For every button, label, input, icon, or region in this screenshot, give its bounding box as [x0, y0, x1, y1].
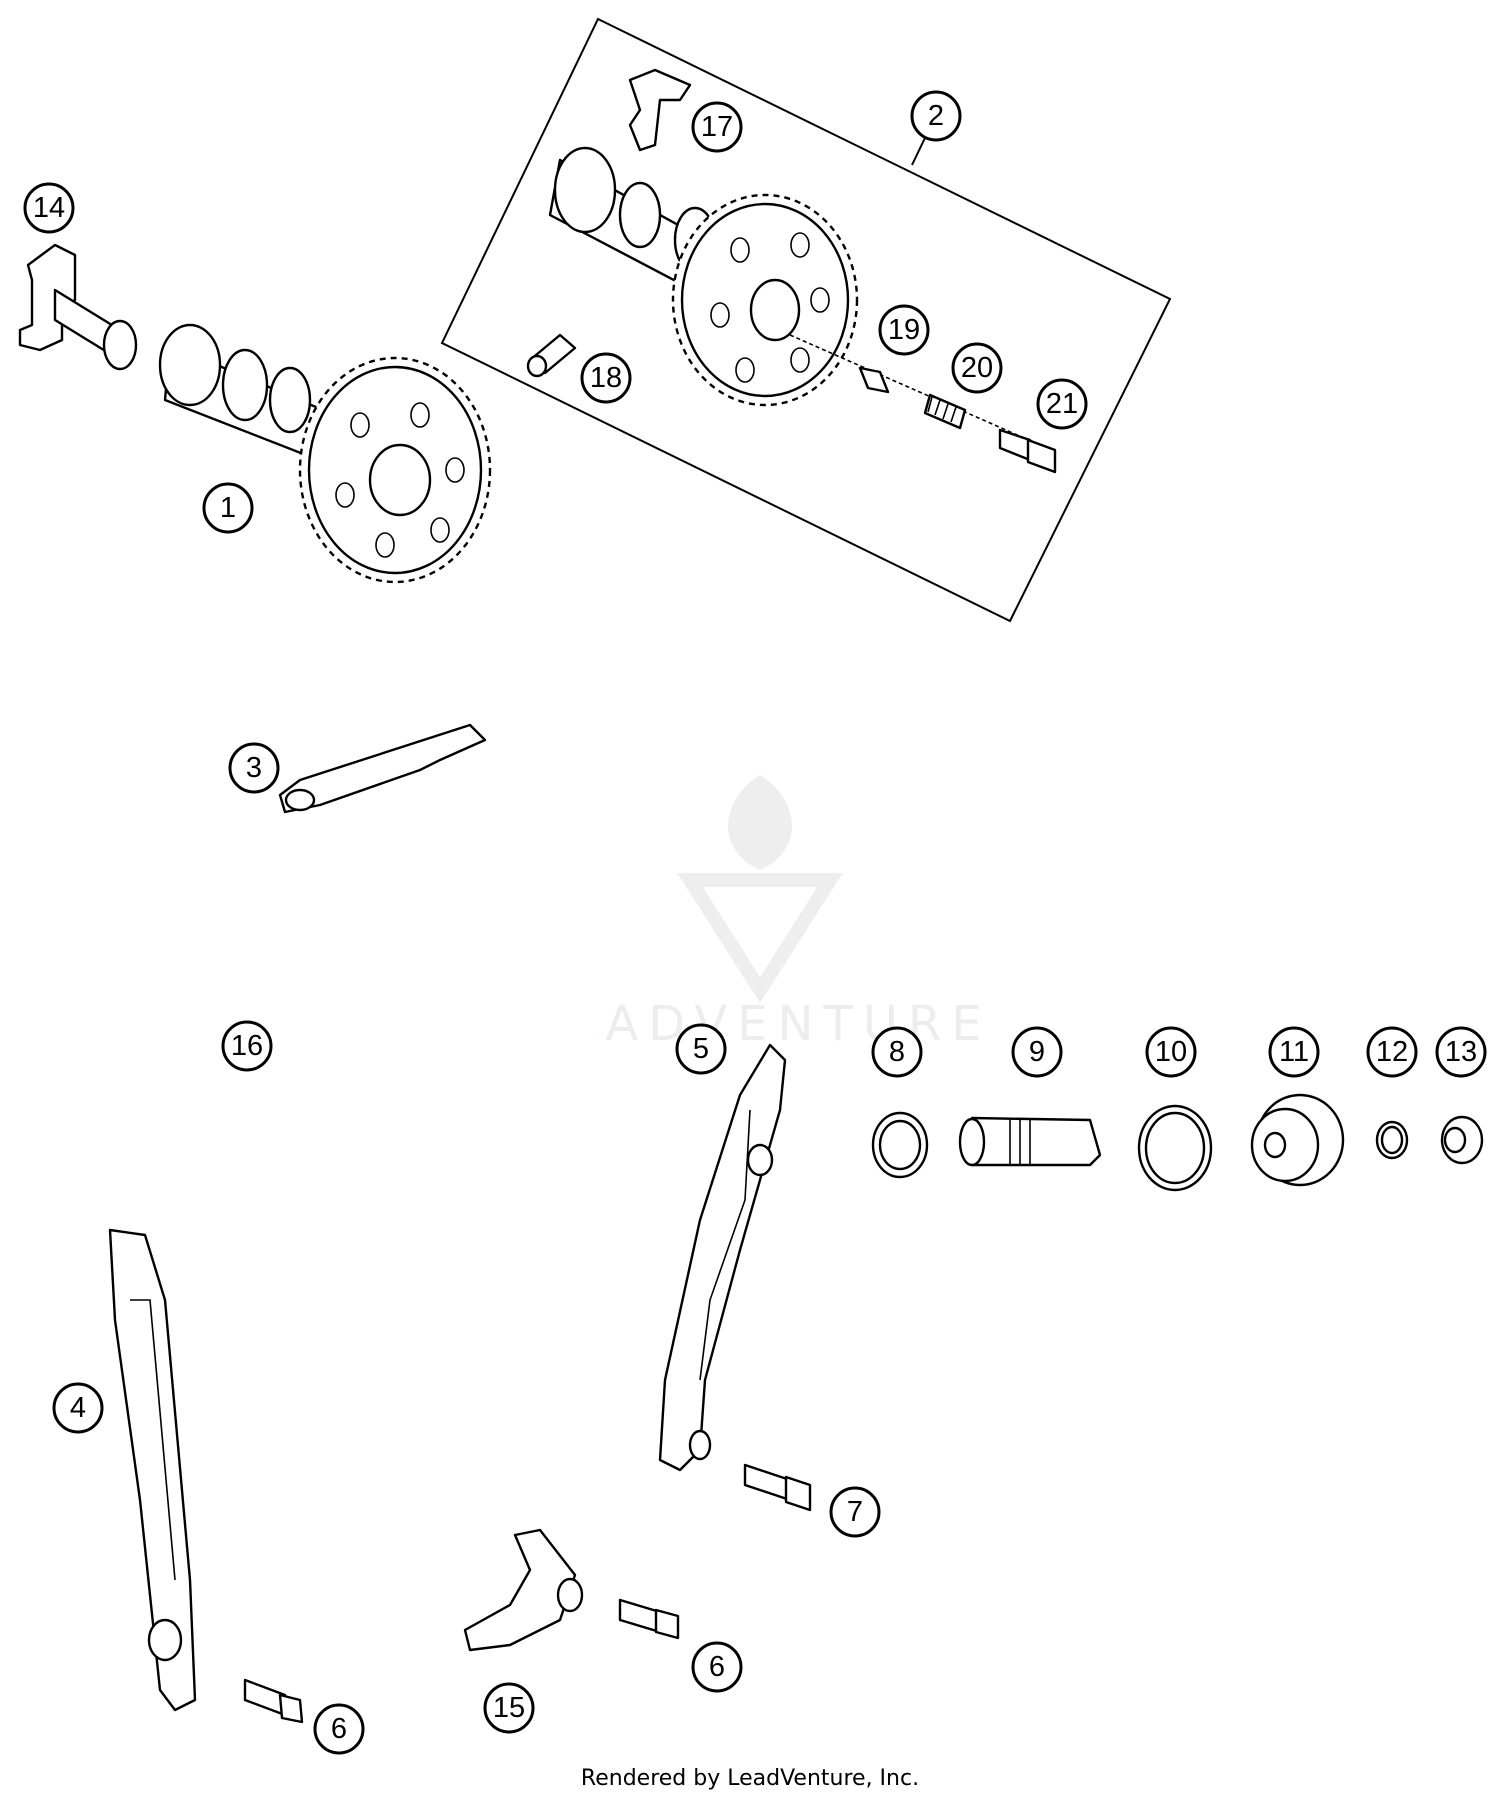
svg-text:3: 3 — [246, 752, 262, 784]
callout-6-right[interactable]: 6 — [691, 1641, 743, 1693]
callout-18[interactable]: 18 — [580, 352, 632, 404]
part-11-tensioner-housing — [1250, 1093, 1345, 1187]
part-18-pin — [526, 333, 577, 378]
part-3-guide-rail — [278, 723, 487, 814]
part-2-camshaft-kit — [548, 146, 859, 407]
svg-text:15: 15 — [493, 1692, 525, 1724]
callout-4[interactable]: 4 — [52, 1382, 104, 1434]
part-13-plug — [1440, 1115, 1484, 1165]
callout-9[interactable]: 9 — [1011, 1026, 1063, 1078]
svg-text:2: 2 — [928, 100, 944, 132]
part-15-guide-piece — [463, 1528, 584, 1652]
svg-text:9: 9 — [1029, 1036, 1045, 1068]
callout-6-left[interactable]: 6 — [313, 1703, 365, 1755]
svg-text:1: 1 — [220, 492, 236, 524]
part-7-bolt — [743, 1463, 812, 1512]
callout-5[interactable]: 5 — [675, 1023, 727, 1075]
svg-text:18: 18 — [590, 362, 622, 394]
callout-15[interactable]: 15 — [483, 1682, 535, 1734]
callout-20[interactable]: 20 — [951, 342, 1003, 394]
svg-text:6: 6 — [709, 1651, 725, 1683]
part-9-tensioner-piston — [958, 1116, 1102, 1167]
svg-text:11: 11 — [1279, 1036, 1309, 1068]
footer-credit: Rendered by LeadVenture, Inc. — [580, 1766, 920, 1791]
part-8-o-ring — [871, 1111, 929, 1179]
callout-19[interactable]: 19 — [878, 304, 930, 356]
svg-text:4: 4 — [70, 1392, 86, 1424]
part-10-seal-ring — [1137, 1104, 1213, 1192]
part-19-small-pin — [858, 366, 890, 394]
callout-13[interactable]: 13 — [1435, 1026, 1487, 1078]
callout-21[interactable]: 21 — [1036, 378, 1088, 430]
callout-14[interactable]: 14 — [23, 182, 75, 234]
part-6-bolt-left — [243, 1678, 304, 1724]
svg-text:10: 10 — [1155, 1036, 1187, 1068]
svg-text:19: 19 — [888, 314, 920, 346]
svg-text:16: 16 — [231, 1030, 263, 1062]
svg-text:5: 5 — [693, 1033, 709, 1065]
callout-16[interactable]: 16 — [221, 1020, 273, 1072]
callout-12[interactable]: 12 — [1366, 1026, 1418, 1078]
callout-17[interactable]: 17 — [691, 101, 743, 153]
kit-outline — [440, 17, 1172, 623]
part-14-sensor-bracket — [18, 243, 138, 371]
svg-text:8: 8 — [889, 1036, 905, 1068]
svg-text:17: 17 — [701, 111, 733, 143]
svg-text:13: 13 — [1445, 1036, 1477, 1068]
svg-text:14: 14 — [33, 192, 65, 224]
part-16-timing-chain — [286, 847, 633, 1601]
part-20-spring — [923, 393, 967, 430]
callout-11[interactable]: 11 — [1268, 1026, 1320, 1078]
svg-text:21: 21 — [1046, 388, 1078, 420]
callout-10[interactable]: 10 — [1145, 1026, 1197, 1078]
svg-text:20: 20 — [961, 352, 993, 384]
callout-3[interactable]: 3 — [228, 742, 280, 794]
svg-text:6: 6 — [331, 1713, 347, 1745]
svg-text:12: 12 — [1376, 1036, 1408, 1068]
part-5-guide-rail — [658, 1043, 787, 1472]
part-4-tensioning-rail — [108, 1228, 197, 1712]
part-1-camshaft — [158, 323, 492, 584]
callout-8[interactable]: 8 — [871, 1026, 923, 1078]
assembly-line — [789, 334, 1041, 446]
callout-2[interactable]: 2 — [910, 90, 962, 142]
part-21-bolt — [998, 428, 1057, 474]
svg-text:7: 7 — [847, 1496, 863, 1528]
part-6-bolt-right — [618, 1598, 680, 1640]
callout-1[interactable]: 1 — [202, 482, 254, 534]
part-12-washer — [1375, 1120, 1409, 1160]
part-17-lever — [628, 68, 692, 152]
callout-7[interactable]: 7 — [829, 1486, 881, 1538]
